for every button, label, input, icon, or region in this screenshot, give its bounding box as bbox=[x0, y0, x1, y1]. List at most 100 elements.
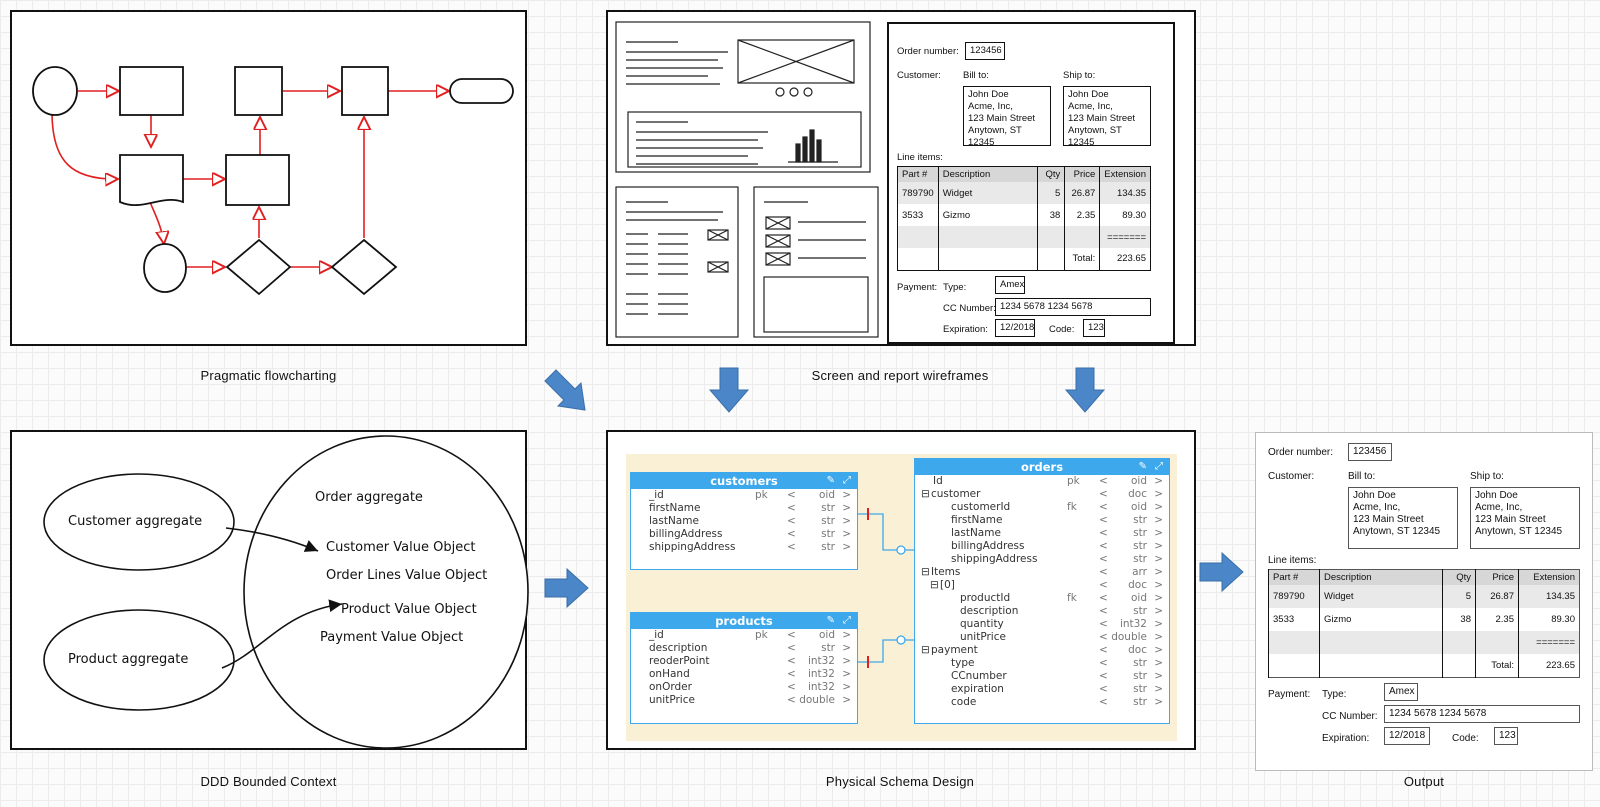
order-number-field[interactable]: 123456 bbox=[965, 42, 1005, 60]
edit-icon[interactable]: ✎ bbox=[1138, 461, 1147, 472]
field-type: str bbox=[1133, 514, 1147, 526]
schema-field-row[interactable]: code<str> bbox=[915, 696, 1169, 709]
caption-output: Output bbox=[1403, 774, 1445, 789]
schema-field-row[interactable]: ⊟payment<doc> bbox=[915, 644, 1169, 657]
schema-field-row[interactable]: billingAddress<str> bbox=[631, 528, 857, 541]
schema-field-row[interactable]: unitPrice<double> bbox=[631, 694, 857, 707]
field-name: CCnumber bbox=[951, 670, 1007, 682]
type-open-glyph: < bbox=[787, 528, 796, 540]
field-type: str bbox=[1133, 683, 1147, 695]
field-type: oid bbox=[1130, 501, 1147, 513]
output-panel: Order number: 123456 Customer: Bill to: … bbox=[1255, 432, 1593, 771]
caption-ddd: DDD Bounded Context bbox=[200, 774, 337, 789]
schema-field-row[interactable]: lastName<str> bbox=[915, 527, 1169, 540]
expand-icon[interactable]: ⤢ bbox=[843, 615, 851, 626]
field-name: lastName bbox=[649, 515, 699, 527]
type-close-glyph: > bbox=[842, 629, 851, 641]
expand-icon[interactable]: ⤢ bbox=[1155, 461, 1163, 472]
edit-icon[interactable]: ✎ bbox=[826, 475, 835, 486]
type-open-glyph: < bbox=[787, 502, 796, 514]
type-open-glyph: < bbox=[787, 629, 796, 641]
field-name: billingAddress bbox=[951, 540, 1025, 552]
field-type: oid bbox=[1130, 592, 1147, 604]
schema-field-row[interactable]: description<str> bbox=[915, 605, 1169, 618]
field-name: shippingAddress bbox=[951, 553, 1038, 565]
schema-field-row[interactable]: shippingAddress<str> bbox=[631, 541, 857, 554]
type-open-glyph: < bbox=[1099, 475, 1108, 487]
collapse-icon[interactable]: ⊟ bbox=[921, 566, 930, 578]
type-field[interactable]: Amex bbox=[1384, 683, 1418, 701]
type-close-glyph: > bbox=[1154, 553, 1163, 565]
schema-field-row[interactable]: firstName<str> bbox=[915, 514, 1169, 527]
ddd-panel: Customer aggregate Product aggregate Ord… bbox=[10, 430, 529, 750]
schema-field-row[interactable]: CCnumber<str> bbox=[915, 670, 1169, 683]
field-key: pk bbox=[1067, 475, 1080, 487]
edit-icon[interactable]: ✎ bbox=[826, 615, 835, 626]
schema-field-row[interactable]: expiration<str> bbox=[915, 683, 1169, 696]
schema-field-row[interactable]: billingAddress<str> bbox=[915, 540, 1169, 553]
schema-field-row[interactable]: quantity<int32> bbox=[915, 618, 1169, 631]
code-field[interactable]: 123 bbox=[1083, 319, 1105, 337]
schema-field-row[interactable]: onOrder<int32> bbox=[631, 681, 857, 694]
arrow-flowchart-to-schema bbox=[544, 369, 586, 411]
field-name: lastName bbox=[951, 527, 1001, 539]
field-key: pk bbox=[755, 629, 768, 641]
type-open-glyph: < bbox=[1099, 670, 1108, 682]
document-node bbox=[119, 154, 184, 207]
schema-field-row[interactable]: type<str> bbox=[915, 657, 1169, 670]
type-close-glyph: > bbox=[1154, 631, 1163, 643]
field-name: productId bbox=[960, 592, 1011, 604]
type-open-glyph: < bbox=[1099, 696, 1108, 708]
schema-field-row[interactable]: ⊟customer<doc> bbox=[915, 488, 1169, 501]
schema-field-row[interactable]: ⊟[0]<doc> bbox=[915, 579, 1169, 592]
collapse-icon[interactable]: ⊟ bbox=[921, 488, 930, 500]
field-type: str bbox=[1133, 657, 1147, 669]
expiration-field[interactable]: 12/2018 bbox=[1384, 727, 1430, 745]
bill-to-label: Bill to: bbox=[963, 70, 989, 81]
type-close-glyph: > bbox=[1154, 592, 1163, 604]
type-open-glyph: < bbox=[1099, 683, 1108, 695]
cc-field[interactable]: 1234 5678 1234 5678 bbox=[1384, 705, 1580, 723]
field-name: firstName bbox=[649, 502, 701, 514]
type-close-glyph: > bbox=[1154, 488, 1163, 500]
field-type: str bbox=[821, 515, 835, 527]
type-open-glyph: < bbox=[787, 681, 796, 693]
schema-field-row[interactable]: description<str> bbox=[631, 642, 857, 655]
type-close-glyph: > bbox=[1154, 566, 1163, 578]
type-open-glyph: < bbox=[1099, 540, 1108, 552]
collapse-icon[interactable]: ⊟ bbox=[930, 579, 939, 591]
flowchart-panel bbox=[10, 10, 527, 346]
schema-field-row[interactable]: reoderPoint<int32> bbox=[631, 655, 857, 668]
schema-field-row[interactable]: ⊟Items<arr> bbox=[915, 566, 1169, 579]
schema-field-row[interactable]: onHand<int32> bbox=[631, 668, 857, 681]
field-type: arr bbox=[1132, 566, 1147, 578]
type-open-glyph: < bbox=[787, 515, 796, 527]
schema-relationships bbox=[858, 508, 915, 668]
expand-icon[interactable]: ⤢ bbox=[843, 475, 851, 486]
type-close-glyph: > bbox=[842, 541, 851, 553]
type-field[interactable]: Amex bbox=[995, 276, 1025, 294]
caption-wireframes: Screen and report wireframes bbox=[811, 368, 989, 383]
schema-field-row[interactable]: lastName<str> bbox=[631, 515, 857, 528]
field-name: unitPrice bbox=[960, 631, 1006, 643]
code-field[interactable]: 123 bbox=[1494, 727, 1518, 745]
expiration-field[interactable]: 12/2018 bbox=[995, 319, 1035, 337]
cc-field[interactable]: 1234 5678 1234 5678 bbox=[995, 298, 1151, 316]
order-number-field[interactable]: 123456 bbox=[1348, 443, 1392, 461]
schema-field-row[interactable]: unitPrice<double> bbox=[915, 631, 1169, 644]
collapse-icon[interactable]: ⊟ bbox=[921, 644, 930, 656]
schema-field-row[interactable]: shippingAddress<str> bbox=[915, 553, 1169, 566]
schema-field-row[interactable]: firstName<str> bbox=[631, 502, 857, 515]
field-type: int32 bbox=[807, 681, 835, 693]
